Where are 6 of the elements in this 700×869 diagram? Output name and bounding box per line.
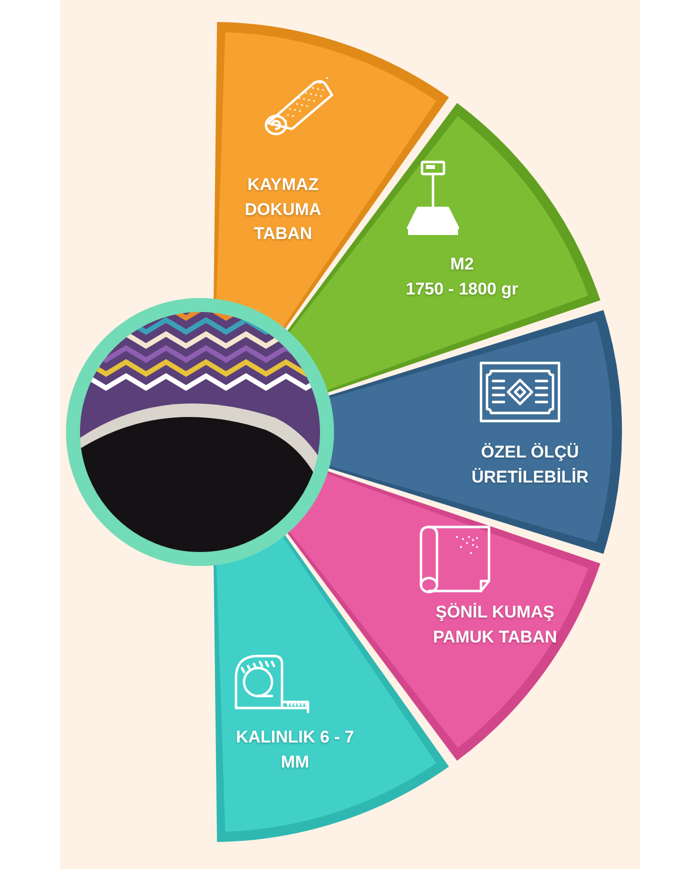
feature-label: M2 <box>449 253 475 276</box>
feature-label: KALINLIK 6 - 7 MM <box>234 726 356 773</box>
feature-label: KAYMAZ DOKUMA TABAN <box>244 174 322 246</box>
feature-label: 1750 - 1800 gr <box>404 278 520 300</box>
feature-label: ŞÖNİL KUMAŞ PAMUK TABAN <box>432 601 558 648</box>
feature-label: ÖZEL ÖLÇÜ ÜRETİLEBİLİR <box>470 441 590 488</box>
